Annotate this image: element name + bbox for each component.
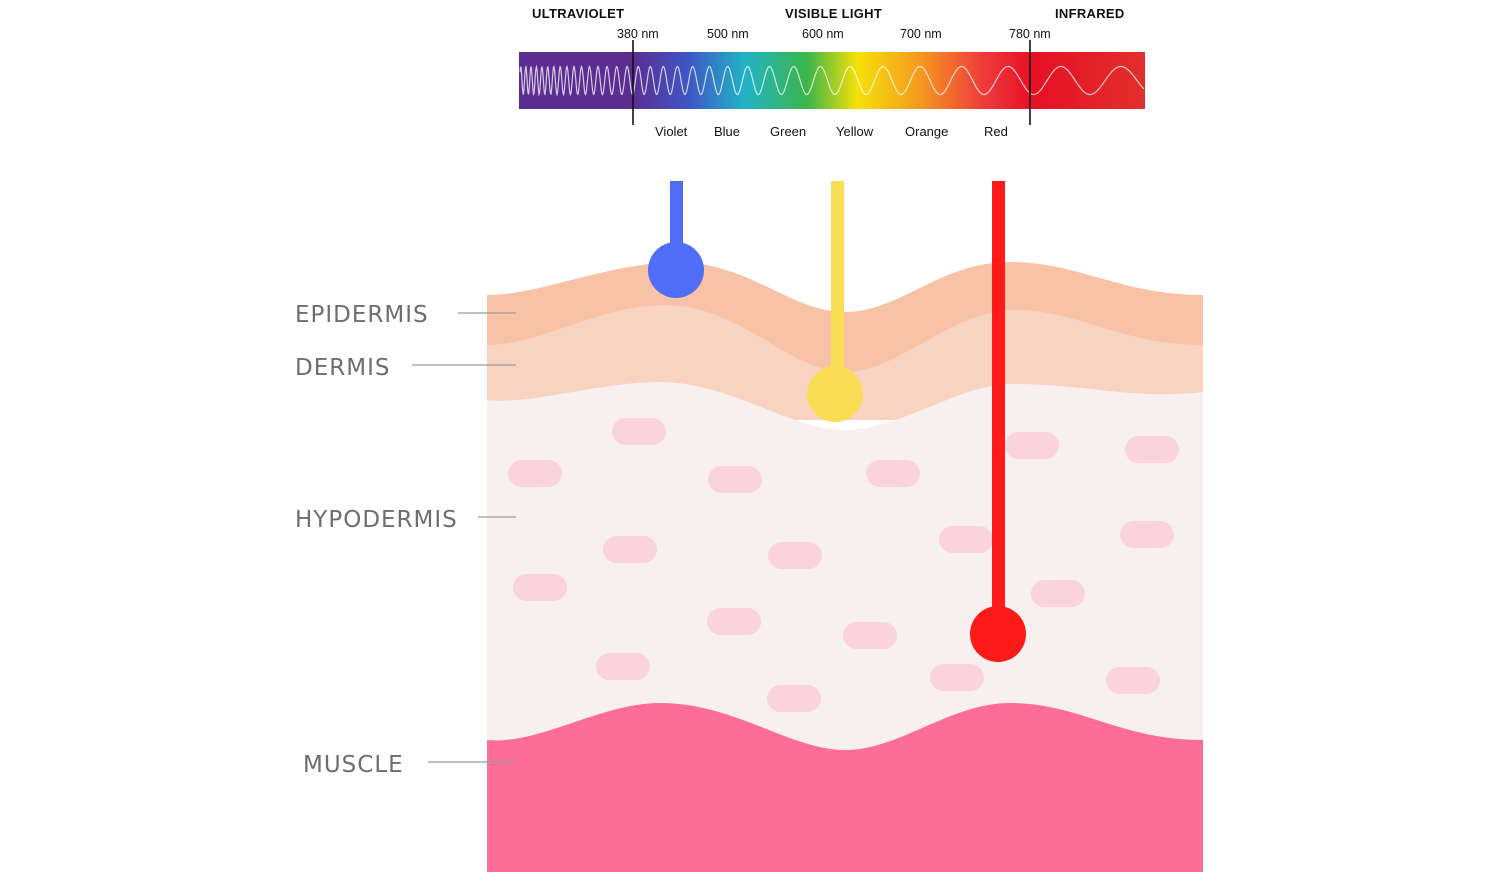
color-label-red: Red [984, 124, 1008, 139]
color-label-green: Green [770, 124, 806, 139]
skin-cross-section [487, 262, 1203, 872]
wavelength-780nm: 780 nm [1009, 27, 1051, 41]
muscle-label: MUSCLE [303, 752, 404, 778]
fat-cell [708, 466, 762, 493]
infrared-label: INFRARED [1055, 6, 1125, 21]
yellow-light-beam [831, 181, 844, 391]
wavelength-500nm: 500 nm [707, 27, 749, 41]
wavelength-600nm: 600 nm [802, 27, 844, 41]
fat-cell [612, 418, 666, 445]
wavelength-380nm: 380 nm [617, 27, 659, 41]
fat-cell [767, 685, 821, 712]
color-label-yellow: Yellow [836, 124, 874, 139]
muscle-layer [487, 703, 1203, 872]
red-light-endpoint [970, 606, 1026, 662]
blue-light-probe [648, 181, 704, 298]
fat-cell [843, 622, 897, 649]
fat-cell [508, 460, 562, 487]
fat-cell [707, 608, 761, 635]
spectrum-bar [519, 40, 1145, 125]
fat-cells [508, 418, 1179, 712]
fat-cell [939, 526, 993, 553]
red-light-probe [970, 181, 1026, 662]
fat-cell [1031, 580, 1085, 607]
fat-cell [1106, 667, 1160, 694]
color-label-orange: Orange [905, 124, 948, 139]
fat-cell [596, 653, 650, 680]
yellow-light-probe [807, 181, 863, 422]
fat-cell [930, 664, 984, 691]
fat-cell [603, 536, 657, 563]
color-label-blue: Blue [714, 124, 740, 139]
ultraviolet-label: ULTRAVIOLET [532, 6, 624, 21]
fat-cell [1005, 432, 1059, 459]
spectrum-wave [519, 64, 1145, 97]
dermis-label: DERMIS [295, 355, 390, 381]
blue-light-endpoint [648, 242, 704, 298]
fat-cell [1125, 436, 1179, 463]
fat-cell [866, 460, 920, 487]
color-label-violet: Violet [655, 124, 688, 139]
fat-cell [768, 542, 822, 569]
epidermis-label: EPIDERMIS [295, 302, 429, 328]
fat-cell [513, 574, 567, 601]
red-light-beam [992, 181, 1005, 631]
visible-light-label: VISIBLE LIGHT [785, 6, 882, 21]
spectrum-gradient [519, 52, 1145, 109]
fat-cell [1120, 521, 1174, 548]
hypodermis-label: HYPODERMIS [295, 507, 458, 533]
yellow-light-endpoint [807, 366, 863, 422]
wavelength-700nm: 700 nm [900, 27, 942, 41]
